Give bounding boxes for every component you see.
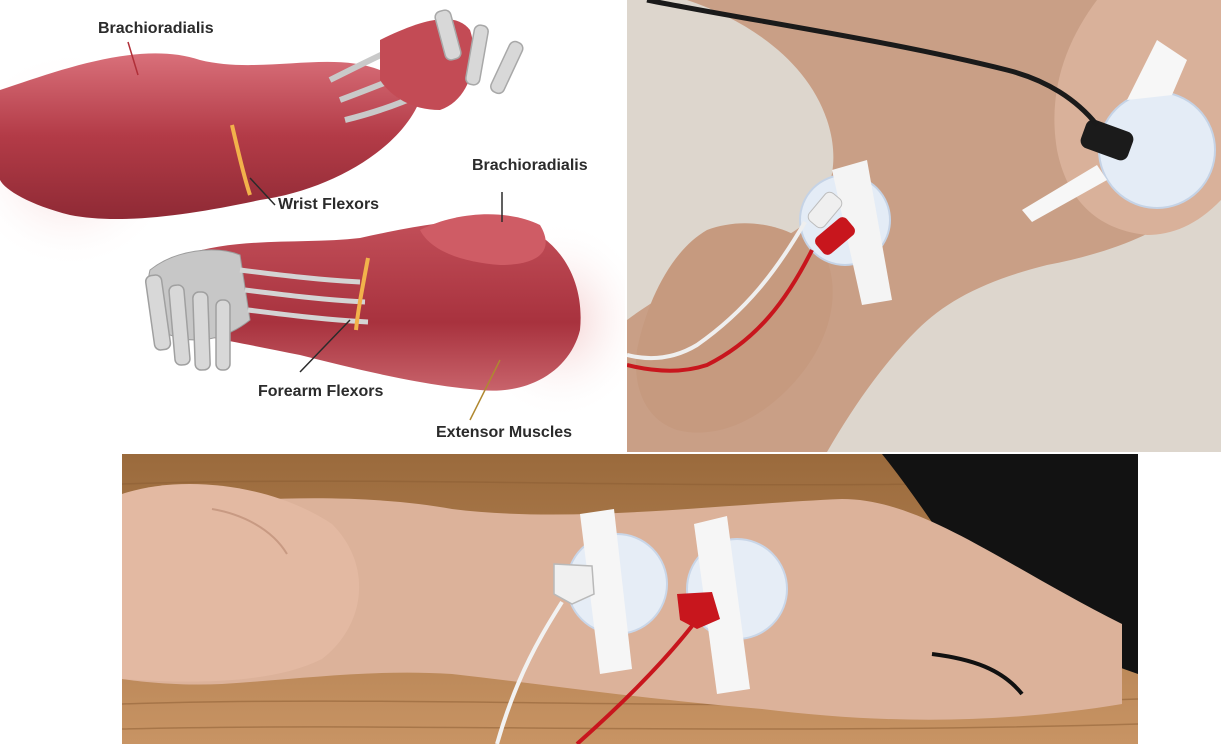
label-forearm-flexors: Forearm Flexors xyxy=(258,383,383,401)
forearm-electrode-photo xyxy=(122,454,1138,744)
label-brachioradialis-top: Brachioradialis xyxy=(98,20,214,38)
label-extensor-muscles: Extensor Muscles xyxy=(436,424,572,442)
elbow-photo-drawing xyxy=(627,0,1221,452)
forearm-muscle-diagram xyxy=(0,0,625,448)
elbow-electrode-photo xyxy=(627,0,1221,452)
anatomy-illustration: Brachioradialis Wrist Flexors Brachiorad… xyxy=(0,0,625,448)
forearm-photo-drawing xyxy=(122,454,1138,744)
label-brachioradialis-right: Brachioradialis xyxy=(472,157,588,175)
upper-forearm-muscles xyxy=(0,53,420,219)
label-wrist-flexors: Wrist Flexors xyxy=(278,196,379,214)
